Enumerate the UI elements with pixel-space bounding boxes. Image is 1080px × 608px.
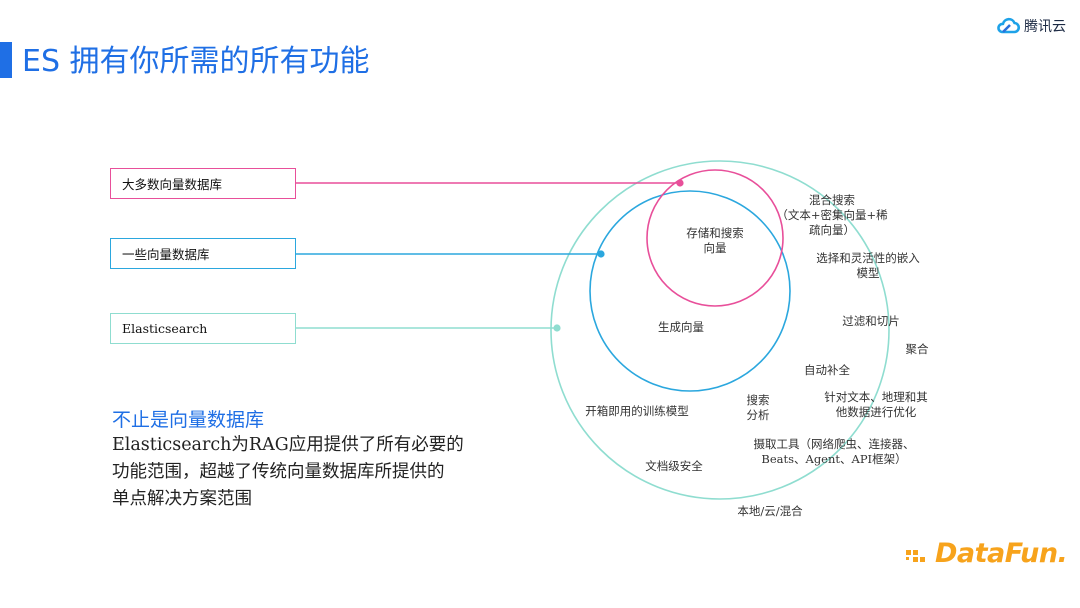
label-some-text: 一些向量数据库 [122,247,210,262]
feature-doc-security: 文档级安全 [645,459,703,473]
feature-line: （文本+密集向量+稀 [776,208,888,222]
feature-line: 存储和搜索 [686,226,744,240]
feature-ingest-tools: 摄取工具（网络爬虫、连接器、 Beats、Agent、API框架） [754,437,915,467]
feature-autocomplete: 自动补全 [804,363,850,377]
brand-name: 腾讯云 [1024,19,1066,35]
feature-deployment: 本地/云/混合 [737,504,803,518]
tencent-cloud-logo: 腾讯云 [995,16,1066,36]
summary-description: Elasticsearch为RAG应用提供了所有必要的 功能范围，超越了传统向量… [112,432,512,513]
most-vector-db-circle [646,169,784,307]
datafun-logo: DataFun. [904,538,1068,569]
feature-search-analytics: 搜索 分析 [747,393,770,423]
feature-line: 针对文本、地理和其 [824,390,928,404]
feature-line: 分析 [746,408,770,422]
summary-subtitle: 不止是向量数据库 [112,409,265,431]
summary-line: Elasticsearch为RAG应用提供了所有必要的 [112,435,464,455]
elasticsearch-circle [550,160,890,500]
feature-line: 搜索 [746,393,770,407]
label-most-vector-dbs: 大多数向量数据库 [110,168,296,199]
feature-line: 疏向量） [809,223,855,237]
summary-line: 功能范围，超越了传统向量数据库所提供的 [112,462,445,482]
label-some-vector-dbs: 一些向量数据库 [110,238,296,269]
page-title: ES 拥有你所需的所有功能 [22,44,370,79]
cloud-icon [997,17,1021,34]
feature-generate-vectors: 生成向量 [658,320,704,334]
feature-line: 混合搜索 [809,193,855,207]
summary-line: 单点解决方案范围 [112,489,252,509]
some-vector-db-circle [589,190,791,392]
label-elasticsearch: Elasticsearch [110,313,296,344]
feature-data-optimization: 针对文本、地理和其 他数据进行优化 [824,390,928,420]
feature-line: Beats、Agent、API框架） [761,452,907,466]
feature-aggregation: 聚合 [905,342,929,356]
feature-line: 他数据进行优化 [835,405,917,419]
feature-line: 模型 [856,266,880,280]
some-connector-dot [597,250,605,258]
feature-store-search: 存储和搜索 向量 [686,226,744,256]
es-connector-dot [553,324,561,332]
feature-line: 摄取工具（网络爬虫、连接器、 [753,437,915,451]
label-es-text: Elasticsearch [122,321,208,336]
most-connector-dot [676,179,684,187]
datafun-wordmark: DataFun. [935,538,1068,569]
feature-pretrained-models: 开箱即用的训练模型 [585,404,689,418]
label-most-text: 大多数向量数据库 [122,177,223,192]
feature-filter-chunk: 过滤和切片 [842,314,900,328]
dots-icon [906,549,925,562]
feature-hybrid-search: 混合搜索 （文本+密集向量+稀 疏向量） [776,193,887,238]
feature-line: 选择和灵活性的嵌入 [816,251,920,265]
title-accent-bar [0,42,12,78]
feature-embedding-models: 选择和灵活性的嵌入 模型 [816,251,920,281]
feature-line: 向量 [703,241,727,255]
